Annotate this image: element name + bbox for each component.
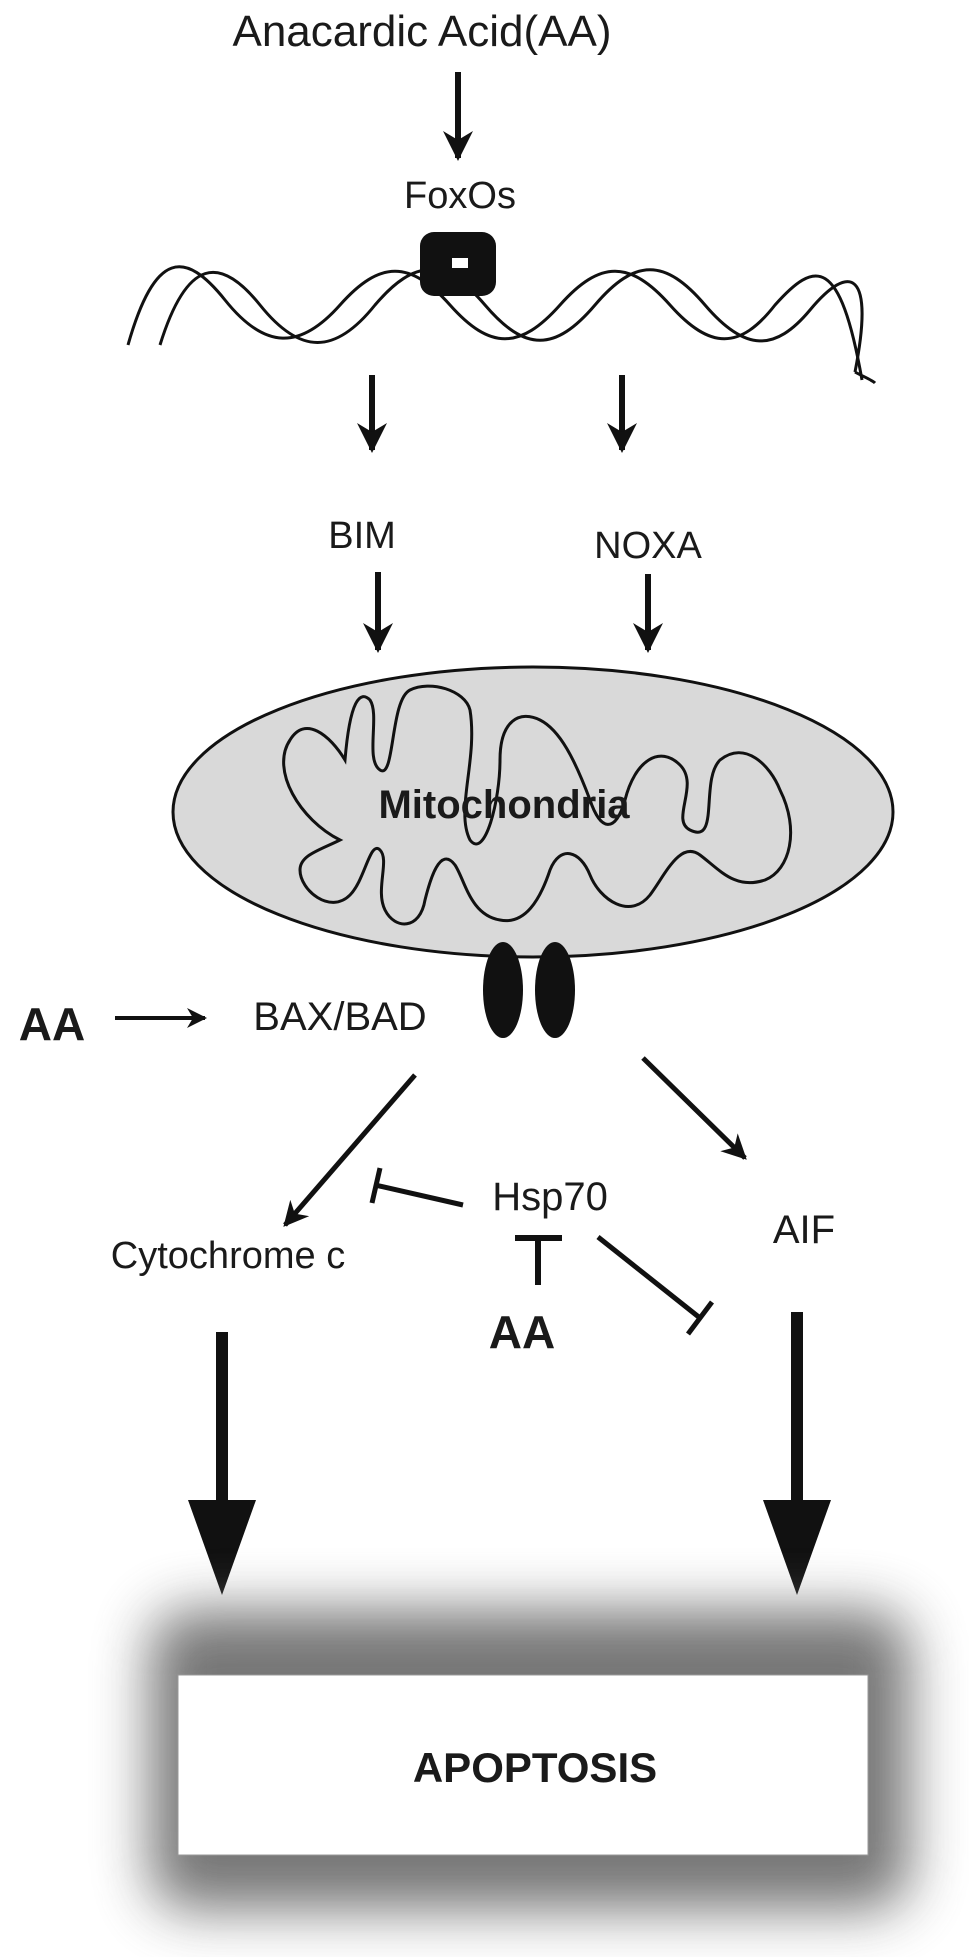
dna-double-helix — [126, 265, 877, 385]
apoptosis-label: APOPTOSIS — [413, 1744, 657, 1791]
bim-label: BIM — [328, 515, 396, 557]
mitochondrial-pore-right — [535, 942, 575, 1038]
mitochondria-cristae — [282, 684, 793, 926]
anacardic-acid-label: Anacardic Acid(AA) — [232, 7, 611, 56]
cytochrome-c-label: Cytochrome c — [111, 1235, 345, 1277]
inhibition-hsp70-cytochrome — [369, 1167, 464, 1208]
mitochondria-outer-membrane — [171, 665, 895, 959]
inhibition-aa-hsp70 — [515, 1235, 562, 1285]
aa-center-label: AA — [489, 1306, 555, 1358]
aif-label: AIF — [773, 1208, 835, 1252]
noxa-label: NOXA — [594, 525, 702, 567]
big-arrow-aif-to-apoptosis — [763, 1312, 831, 1595]
foxos-binding-box-center — [452, 258, 468, 268]
arrow-to-cytochrome-c — [283, 1073, 417, 1227]
apoptosis-box — [177, 1674, 869, 1856]
aa-left-label: AA — [19, 998, 85, 1050]
mitochondrial-pore-left — [483, 942, 523, 1038]
foxos-label: FoxOs — [404, 175, 516, 217]
hsp70-label: Hsp70 — [492, 1175, 608, 1219]
inhibition-hsp70-aif — [596, 1235, 714, 1336]
mitochondria-label: Mitochondria — [378, 783, 630, 827]
big-arrow-cytochrome-to-apoptosis — [188, 1332, 256, 1595]
bax-bad-label: BAX/BAD — [253, 995, 426, 1039]
arrow-to-aif — [641, 1056, 747, 1160]
